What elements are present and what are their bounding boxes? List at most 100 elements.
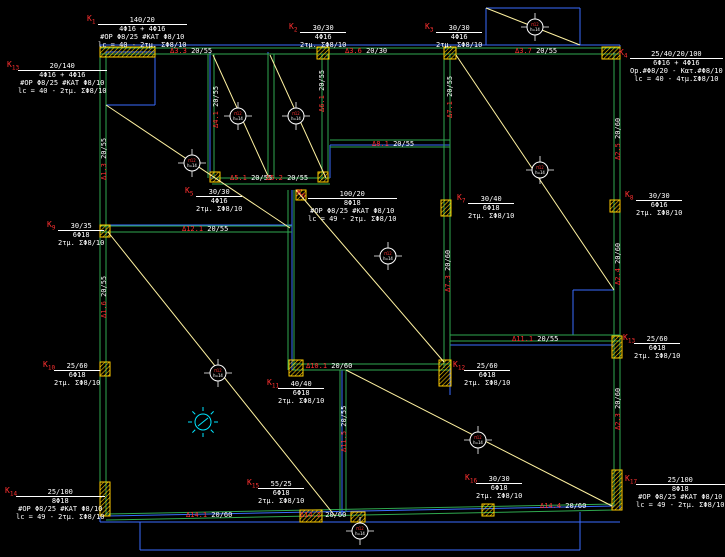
vertical-beam-label: Δ2.5 20/60 [614,118,622,160]
column-hatch [609,199,621,213]
slab-marker-thickness: h=14 [291,116,301,121]
slab-marker-thickness: h=14 [383,256,393,261]
beam-id: Δ5.1 [230,174,247,182]
column-id: K13 [623,334,635,346]
column-reinforcement: #OP Φ8/25 #KAT Φ8/10 [310,207,395,215]
beam-size: 20/55 [388,140,415,148]
column-hatch [611,335,623,359]
column-reinforcement: 6Φ18 [482,204,500,212]
column-id: K4 [619,49,627,61]
column-dimensions: 25/60 [634,335,681,344]
beam-label: Δ5.2 20/55 [266,174,308,182]
column-reinforcement: #OP Φ8/25 #KAT Φ8/10 [100,33,185,41]
beam-size: 20/60 [321,511,347,519]
slab-marker-label: Π12 [214,368,222,373]
column-id: K9 [47,221,55,233]
column-id-letter: K [623,333,628,342]
beam-size: 20/55 [318,69,326,96]
column-id-number: 6 [301,192,306,200]
column-id: K14 [5,487,17,499]
column-hatch [440,199,452,217]
column-reinforcement: 6Φ18 [72,231,90,239]
beam-size: 20/55 [533,335,559,343]
column-id-letter: K [625,190,630,199]
column-reinforcement: 4Φ16 [450,33,468,41]
beam-id: Δ6.1 [318,95,326,112]
column-reinforcement: 2τμ. ΣΦ8/10 [54,379,101,387]
beam-label: Δ14.1 20/60 [186,511,232,519]
column-hatch [317,171,329,183]
beam-label: Δ5.1 20/55 [230,174,272,182]
column-dimensions: 40/40 [278,380,325,389]
vertical-beam-label: Δ4.1 20/55 [212,86,220,128]
slab-marker-label: Π12 [356,526,364,531]
column-reinforcement: 6Φ16 + 4Φ16 [653,59,700,67]
column-id-letter: K [289,22,294,31]
column-id-letter: K [425,22,430,31]
column-id-number: 1 [91,18,96,26]
slab-marker-thickness: h=14 [187,163,197,168]
column-id-number: 16 [469,477,478,485]
beam-id: Δ14.1 [186,511,208,519]
beam-size: 20/60 [614,242,622,269]
beam-size: 20/60 [614,117,622,144]
vertical-beam-label: Δ1.6 20/55 [100,276,108,318]
column-reinforcement: 8Φ18 [671,485,689,493]
column-reinforcement: 4Φ16 [210,197,228,205]
column-id: K7 [457,194,465,206]
beam-size: 20/55 [203,225,229,233]
column-id-number: 14 [9,490,18,498]
beam-size: 20/60 [207,511,233,519]
beam-id: Δ11.1 [512,335,534,343]
column-reinforcement: 8Φ18 [343,199,361,207]
vertical-beam-label: Δ11.5 20/55 [340,406,348,452]
sun-ray-icon [192,411,196,415]
slab-marker-circle [229,107,247,125]
column-hatch [99,481,111,517]
column-id: K17 [625,475,637,487]
beam-id: Δ3.6 [345,47,362,55]
beam-size: 20/60 [327,362,353,370]
column-id-letter: K [47,220,52,229]
beam-label: Δ10.1 20/60 [306,362,352,370]
column-hatch [601,46,621,60]
column-reinforcement: 4Φ16 [314,33,332,41]
slab-marker-label: Π12 [188,158,196,163]
beam-label: Δ14.2 20/60 [300,511,346,519]
beam-id: Δ2.4 [614,268,622,285]
beam-id: Δ3.3 [170,47,187,55]
column-id: K5 [185,187,193,199]
beam-label: Δ8.1 20/55 [372,140,414,148]
slab-marker-label: Π12 [384,251,392,256]
beam-id: Δ8.1 [372,140,389,148]
column-hatch [209,171,221,183]
beam-id: Δ14.2 [300,511,322,519]
slab-marker-circle [379,247,397,265]
slab-marker-thickness: h=14 [233,116,243,121]
column-id-number: 15 [251,482,260,490]
column-id: K1 [87,15,95,27]
slab-marker-circle [526,18,544,36]
column-id-number: 9 [51,224,56,232]
column-hatch [611,469,623,511]
column-id: K16 [465,474,477,486]
column-dimensions: 30/40 [468,195,515,204]
beam-size: 20/55 [446,75,454,102]
column-dimensions: 30/30 [436,24,483,33]
column-reinforcement: 2τμ. ΣΦ8/10 [196,205,243,213]
column-id: K6 [297,189,305,201]
column-id-letter: K [619,48,624,57]
column-reinforcement: lc = 40 - 2τμ. ΣΦ8/10 [18,87,107,95]
column-id-letter: K [457,193,462,202]
column-id-number: 3 [429,26,434,34]
